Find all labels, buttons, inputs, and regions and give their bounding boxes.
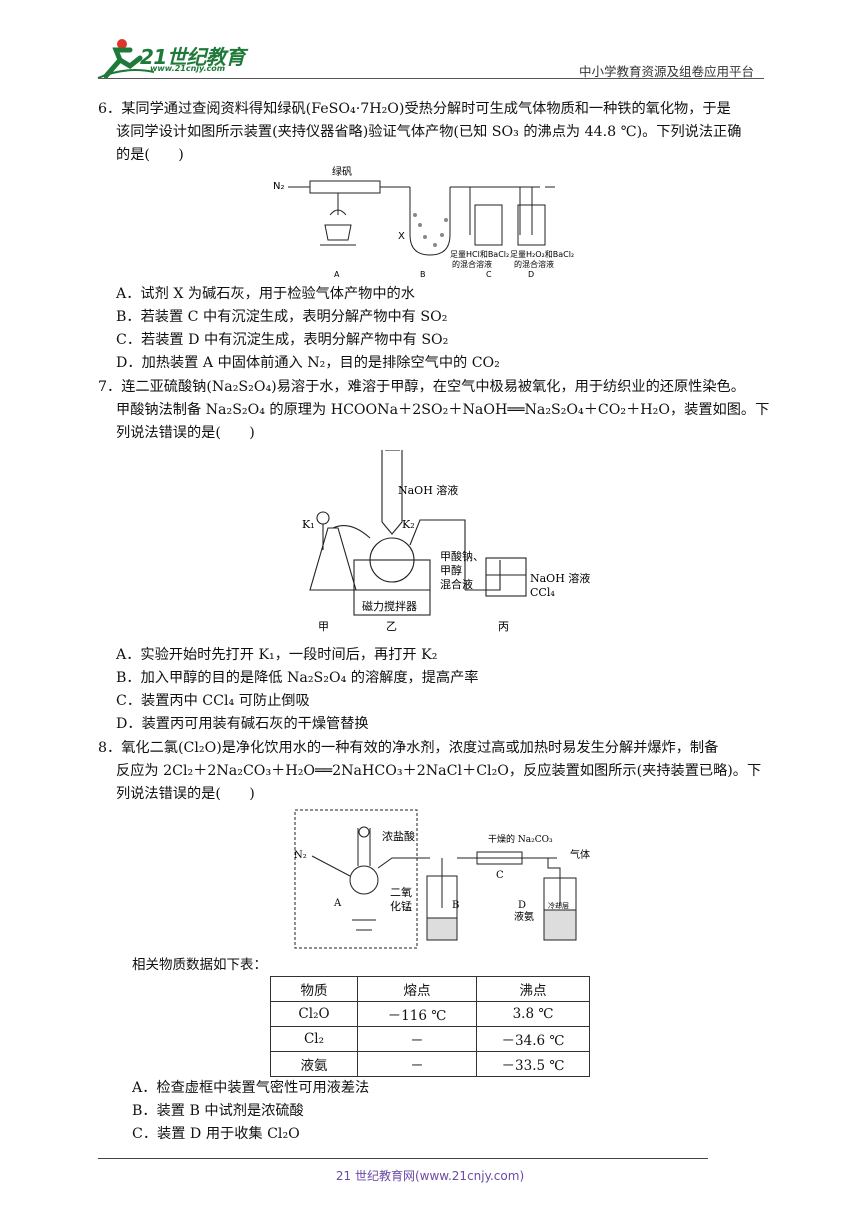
- q8-line2: 反应为 2Cl₂＋2Na₂CO₃＋H₂O══2NaHCO₃＋2NaCl＋Cl₂O…: [116, 763, 762, 779]
- q8-d-label: D: [518, 900, 526, 911]
- q8-line3: 列说法错误的是( ): [116, 786, 255, 802]
- q7-k2-label: K₂: [402, 518, 415, 531]
- q7-option-d: D．装置丙可用装有碱石灰的干燥管替换: [116, 716, 369, 732]
- q6-c-label2: 的混合溶液: [452, 259, 492, 269]
- table-cell: －: [357, 1026, 477, 1052]
- runner-logo-icon: [97, 39, 155, 79]
- q8-nh3-label: 液氨: [514, 910, 534, 923]
- q6-d-label1: 足量H₂O₂和BaCl₂: [510, 250, 574, 259]
- q6-option-c: C．若装置 D 中有沉淀生成，表明分解产物中有 SO₂: [116, 332, 449, 348]
- table-cell: Cl₂O: [270, 1001, 358, 1027]
- q6-n2-label: N₂: [273, 181, 285, 192]
- q8-hcl-label: 浓盐酸: [382, 829, 415, 843]
- q7-mix-label2: 甲醇: [440, 563, 462, 577]
- footer-text: 21 世纪教育网(www.21cnjy.com): [335, 1169, 525, 1183]
- q8-b-label: B: [452, 900, 459, 911]
- q8-mno2-label1: 二氧: [390, 885, 412, 899]
- table-cell: －33.5 ℃: [476, 1051, 590, 1077]
- table-cell: －34.6 ℃: [476, 1026, 590, 1052]
- q8-option-b: B．装置 B 中试剂是浓硫酸: [132, 1103, 304, 1119]
- q7-mix-label3: 混合液: [440, 577, 473, 591]
- q8-apparatus-figure: N₂ 浓盐酸 二氧 化锰 A B C 干燥的 Na₂CO₃ 气体 D 液氨 冷却…: [294, 809, 590, 949]
- q6-d-label2: 的混合溶液: [514, 259, 554, 269]
- q8-mno2-label2: 化锰: [390, 899, 412, 913]
- table-row: 液氨 － －33.5 ℃: [270, 1051, 590, 1077]
- q7-line2: 甲酸钠法制备 Na₂S₂O₄ 的原理为 HCOONa＋2SO₂＋NaOH══Na…: [116, 402, 770, 418]
- q6-b-label: B: [420, 270, 426, 279]
- q6-line3: 的是( ): [116, 147, 184, 163]
- q8-line1: 8．氧化二氯(Cl₂O)是净化饮用水的一种有效的净水剂，浓度过高或加热时易发生分…: [98, 740, 719, 756]
- logo-text: 21世纪教育: [140, 45, 245, 69]
- q8-data-table: 物质 熔点 沸点 Cl₂O －116 ℃ 3.8 ℃ Cl₂ － －34.6 ℃…: [270, 976, 590, 1077]
- q7-yi-label: 乙: [386, 620, 397, 633]
- q8-option-a: A．检查虚框中装置气密性可用液差法: [132, 1080, 370, 1096]
- q6-option-a: A．试剂 X 为碱石灰，用于检验气体产物中的水: [116, 286, 415, 302]
- q6-line2: 该同学设计如图所示装置(夹持仪器省略)验证气体产物(已知 SO₃ 的沸点为 44…: [116, 124, 742, 140]
- table-header-row: 物质 熔点 沸点: [270, 976, 590, 1002]
- q8-option-c: C．装置 D 用于收集 Cl₂O: [132, 1126, 300, 1142]
- q6-a-label: A: [334, 270, 340, 279]
- logo: [96, 36, 266, 80]
- q7-option-b: B．加入甲醇的目的是降低 Na₂S₂O₄ 的溶解度，提高产率: [116, 670, 479, 686]
- q8-cold-label: 冷却层: [548, 901, 569, 910]
- table-header-cell: 熔点: [357, 976, 477, 1002]
- q8-c-label: C: [496, 870, 504, 881]
- q8-dry-label: 干燥的 Na₂CO₃: [488, 833, 553, 845]
- footer-divider: [98, 1158, 708, 1159]
- table-row: Cl₂O －116 ℃ 3.8 ℃: [270, 1001, 590, 1027]
- q7-ccl4-label: CCl₄: [530, 586, 555, 599]
- q7-naoh2-label: NaOH 溶液: [530, 571, 590, 585]
- q6-c-label1: 足量HCl和BaCl₂: [450, 250, 509, 259]
- table-cell: 液氨: [270, 1051, 358, 1077]
- q8-n2-label: N₂: [294, 850, 307, 861]
- logo-url: www.21cnjy.com: [150, 64, 226, 73]
- q6-apparatus-figure: N₂ 绿矾 X 足量HCl和BaCl₂ 的混合溶液 足量H₂O₂和BaCl₂ 的…: [273, 165, 574, 279]
- table-cell: Cl₂: [270, 1026, 358, 1052]
- table-header-cell: 沸点: [476, 976, 590, 1002]
- q7-naoh-label: NaOH 溶液: [398, 483, 458, 497]
- q8-a-label: A: [333, 898, 342, 909]
- q6-option-d: D．加热装置 A 中固体前通入 N₂，目的是排除空气中的 CO₂: [116, 355, 500, 371]
- q6-option-b: B．若装置 C 中有沉淀生成，表明分解产物中有 SO₂: [116, 309, 448, 325]
- q7-stirrer-label: 磁力搅拌器: [362, 599, 417, 613]
- q7-apparatus-figure: NaOH 溶液 K₁ K₂ 甲酸钠、 甲醇 混合液 磁力搅拌器 NaOH 溶液 …: [302, 450, 590, 633]
- q7-option-c: C．装置丙中 CCl₄ 可防止倒吸: [116, 693, 310, 709]
- q7-option-a: A．实验开始时先打开 K₁，一段时间后，再打开 K₂: [116, 647, 438, 663]
- q7-k1-label: K₁: [302, 518, 315, 531]
- table-header-cell: 物质: [270, 976, 358, 1002]
- q7-jia-label: 甲: [318, 620, 329, 633]
- q7-line3: 列说法错误的是( ): [116, 425, 255, 441]
- q6-c-label: C: [486, 270, 492, 279]
- q7-mix-label1: 甲酸钠、: [440, 549, 484, 563]
- platform-name: 中小学教育资源及组卷应用平台: [578, 64, 754, 79]
- q6-line1: 6．某同学通过查阅资料得知绿矾(FeSO₄·7H₂O)受热分解时可生成气体物质和…: [98, 101, 731, 117]
- q6-x-label: X: [398, 231, 405, 242]
- table-row: Cl₂ － －34.6 ℃: [270, 1026, 590, 1052]
- table-cell: －116 ℃: [357, 1001, 477, 1027]
- q8-table-intro: 相关物质数据如下表：: [132, 957, 267, 973]
- q7-line1: 7．连二亚硫酸钠(Na₂S₂O₄)易溶于水，难溶于甲醇，在空气中极易被氧化，用于…: [98, 379, 745, 395]
- header-divider: [98, 78, 764, 79]
- q8-gas-label: 气体: [570, 848, 590, 861]
- q6-lvfan-label: 绿矾: [332, 165, 352, 178]
- q7-bing-label: 丙: [498, 620, 509, 633]
- table-cell: 3.8 ℃: [476, 1001, 590, 1027]
- table-cell: －: [357, 1051, 477, 1077]
- q6-d-label: D: [528, 270, 534, 279]
